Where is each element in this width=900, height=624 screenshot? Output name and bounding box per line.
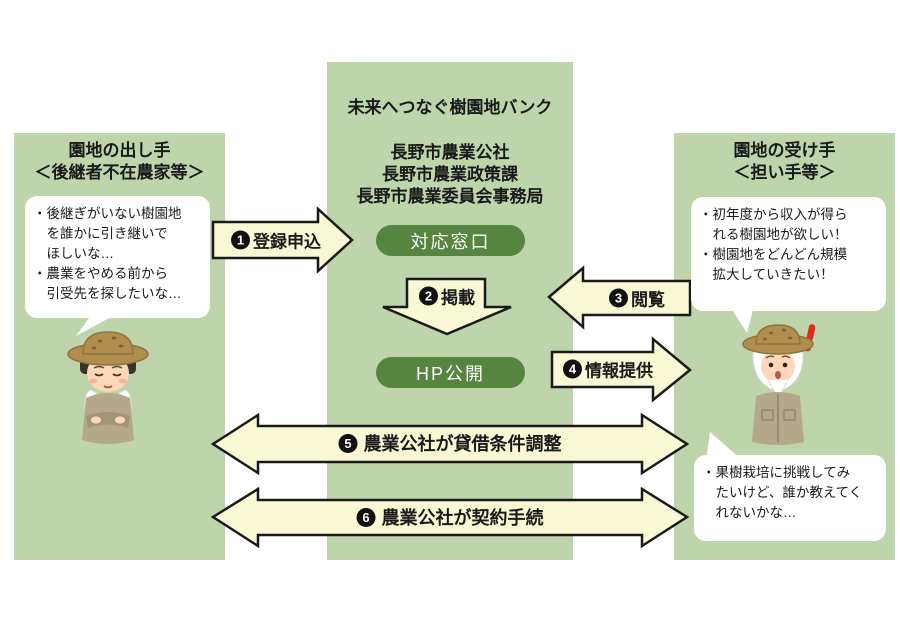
left-panel-header: 園地の出し手 ＜後継者不在農家等＞	[34, 141, 205, 183]
eager-farmer-icon	[742, 324, 816, 445]
arrow-1-label: 1 登録申込	[231, 228, 321, 253]
arrow-3-label: 3 閲覧	[609, 286, 665, 311]
diagram-title: 未来へつなぐ樹園地バンク	[347, 98, 553, 117]
arrow-6-contract-procedure	[210, 486, 690, 549]
arrow-5-label: 5 農業公社が貸借条件調整	[338, 430, 562, 456]
arrow-1-text: 登録申込	[253, 232, 321, 252]
farmer-right-illustration	[738, 322, 826, 448]
circled-number-5-icon: 5	[338, 433, 358, 453]
worried-farmer-icon	[67, 331, 149, 444]
arrow-3-text: 閲覧	[631, 290, 665, 310]
arrow-6-text: 農業公社が契約手続	[381, 508, 544, 528]
circled-number-1-icon: 1	[231, 230, 250, 250]
arrow-5-text: 農業公社が貸借条件調整	[363, 434, 562, 454]
right-farmer-bottom-speech-bubble: ・果樹栽培に挑戦してみ たいけど、誰か教えてく れないかな…	[694, 455, 886, 541]
circled-number-4-icon: 4	[563, 359, 582, 379]
arrow-4-text: 情報提供	[585, 361, 653, 381]
arrow-2-text: 掲載	[441, 288, 475, 308]
arrow-2-label: 2 掲載	[419, 284, 475, 309]
arrow-4-info-provision	[550, 336, 692, 403]
right-bottom-bubble-tail	[706, 432, 742, 460]
right-farmer-top-speech-bubble: ・初年度から収入が得ら れる樹園地が欲しい！ ・樹園地をどんどん規模 拡大してい…	[691, 197, 886, 311]
farmer-left-illustration	[66, 328, 150, 448]
circled-number-2-icon: 2	[419, 286, 438, 306]
organization-list: 長野市農業公社 長野市農業政策課 長野市農業委員会事務局	[356, 143, 544, 206]
arrow-6-label: 6 農業公社が契約手続	[356, 504, 544, 530]
arrow-2-posting	[382, 277, 512, 336]
counter-window-pill: 対応窓口	[376, 225, 525, 256]
arrow-5-lease-coordination	[210, 412, 690, 476]
circled-number-3-icon: 3	[609, 288, 628, 308]
right-panel-header: 園地の受け手 ＜担い手等＞	[733, 141, 836, 183]
left-farmer-speech-bubble: ・後継ぎがいない樹園地 を誰かに引き継いで ほしいな… ・農業をやめる前から 引…	[25, 196, 210, 318]
hp-publish-pill: HP公開	[376, 357, 525, 388]
arrow-4-label: 4 情報提供	[563, 357, 653, 382]
arrow-1-registration	[211, 206, 354, 274]
circled-number-6-icon: 6	[356, 507, 376, 527]
